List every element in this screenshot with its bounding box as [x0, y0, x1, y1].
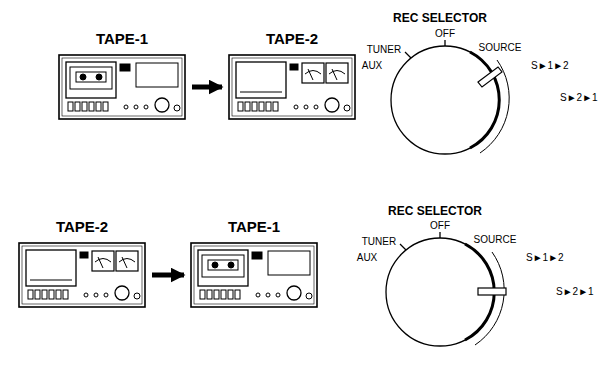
cassette-deck: TAPE-1: [58, 30, 186, 120]
selector-position: S►2►1: [556, 286, 594, 298]
control-title: REC SELECTOR: [393, 12, 487, 24]
cassette-deck: TAPE-2: [18, 218, 146, 308]
knob-top: [391, 40, 509, 154]
deck-label: TAPE-1: [58, 30, 186, 48]
selector-position: SOURCE: [479, 42, 522, 54]
selector-position: SOURCE: [474, 234, 517, 246]
dub-arrow: [192, 85, 222, 90]
control-title: REC SELECTOR: [388, 205, 482, 217]
deck-illustration: [18, 242, 146, 308]
cassette-deck: TAPE-2: [228, 30, 356, 120]
selector-position: AUX: [357, 252, 378, 264]
dub-arrow: [152, 273, 184, 278]
deck-illustration: [190, 242, 318, 308]
deck-label: TAPE-2: [228, 30, 356, 48]
deck-label: TAPE-1: [190, 218, 318, 236]
selector-position: TUNER: [367, 44, 401, 56]
cassette-deck: TAPE-1: [190, 218, 318, 308]
selector-position: TUNER: [362, 236, 396, 248]
deck-illustration: [228, 54, 356, 120]
selector-position: S►1►2: [526, 252, 564, 264]
deck-illustration: [58, 54, 186, 120]
selector-position: S►2►1: [560, 92, 598, 104]
deck-label: TAPE-2: [18, 218, 146, 236]
selector-position: OFF: [430, 220, 450, 232]
knob-bottom: [386, 232, 506, 346]
selector-position: S►1►2: [531, 60, 569, 72]
selector-position: AUX: [362, 60, 383, 72]
selector-position: OFF: [435, 28, 455, 40]
